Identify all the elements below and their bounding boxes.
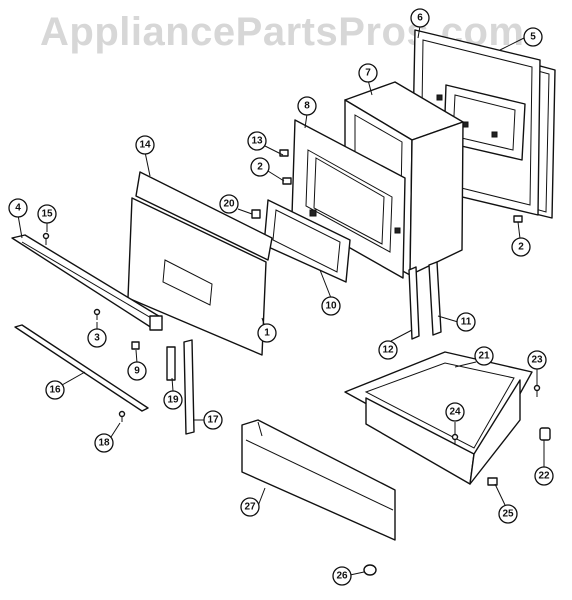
part-12-strip [408,266,420,340]
svg-text:22: 22 [538,471,550,482]
svg-text:24: 24 [449,407,461,418]
svg-text:23: 23 [531,355,543,366]
part-26-foot [363,564,377,576]
callout-7: 7 [358,63,378,83]
part-1-outer-door [127,197,267,356]
part-3-screw [93,308,101,320]
callout-27: 27 [240,497,260,517]
svg-text:19: 19 [167,395,179,406]
part-9-clip [131,341,140,350]
callout-22: 22 [534,466,554,486]
part-24-screw [451,433,459,445]
callout-23: 23 [527,350,547,370]
svg-text:26: 26 [336,571,348,582]
part-16-lower-rail [14,324,149,412]
part-23-screw [533,384,541,397]
callout-13: 13 [247,131,267,151]
svg-text:1: 1 [264,328,270,339]
part-13-clip [279,149,289,157]
svg-text:12: 12 [382,345,394,356]
svg-text:20: 20 [223,199,235,210]
callout-8: 8 [297,96,317,116]
callout-1: 1 [257,323,277,343]
callout-10: 10 [321,296,341,316]
part-14-trim-strip [135,171,273,261]
part-27-drawer-front [241,419,396,541]
callout-18: 18 [94,433,114,453]
callout-17: 17 [203,410,223,430]
svg-text:2: 2 [257,162,263,173]
svg-text:5: 5 [530,32,536,43]
part-25-clip [487,477,498,486]
callout-9: 9 [127,361,147,381]
svg-text:11: 11 [461,317,472,328]
callout-11: 11 [456,312,476,332]
svg-text:14: 14 [139,140,151,151]
callout-25: 25 [498,504,518,524]
svg-text:13: 13 [251,136,263,147]
callout-16: 16 [45,380,65,400]
svg-text:6: 6 [417,13,423,24]
svg-text:7: 7 [365,68,371,79]
callout-19: 19 [163,390,183,410]
part-8-inner-door [291,119,406,279]
svg-text:10: 10 [325,301,337,312]
callout-24: 24 [445,402,465,422]
part-15-screw [42,232,50,245]
svg-text:21: 21 [478,351,490,362]
part-20-clip [251,209,261,219]
part-11-strip [428,261,442,336]
part-21-drawer [344,351,533,485]
part-18-screw [118,410,126,422]
svg-text:4: 4 [15,203,21,214]
svg-text:9: 9 [134,366,140,377]
svg-text:16: 16 [49,385,61,396]
callout-15: 15 [37,204,57,224]
callout-12: 12 [378,340,398,360]
callout-2-upper: 2 [250,157,270,177]
callout-14: 14 [135,135,155,155]
svg-text:27: 27 [244,502,256,513]
callout-2-right: 2 [511,237,531,257]
part-2-clip-right [513,215,523,223]
callout-26: 26 [332,566,352,586]
callout-3: 3 [87,328,107,348]
svg-text:2: 2 [518,242,524,253]
callout-20: 20 [219,194,239,214]
callout-21: 21 [474,346,494,366]
svg-text:8: 8 [304,101,310,112]
callout-5: 5 [523,27,543,47]
svg-text:18: 18 [98,438,110,449]
part-22-roller [539,427,551,441]
svg-text:25: 25 [502,509,514,520]
part-19-gasket [166,346,176,381]
svg-text:17: 17 [207,415,219,426]
part-4-vent-rail [11,234,163,331]
svg-text:15: 15 [41,209,53,220]
part-10-window-frame [263,199,351,283]
callout-6: 6 [410,8,430,28]
callout-4: 4 [8,198,28,218]
svg-text:3: 3 [94,333,100,344]
part-2-clip-upper [282,177,292,185]
part-17-side-strip [183,339,195,435]
